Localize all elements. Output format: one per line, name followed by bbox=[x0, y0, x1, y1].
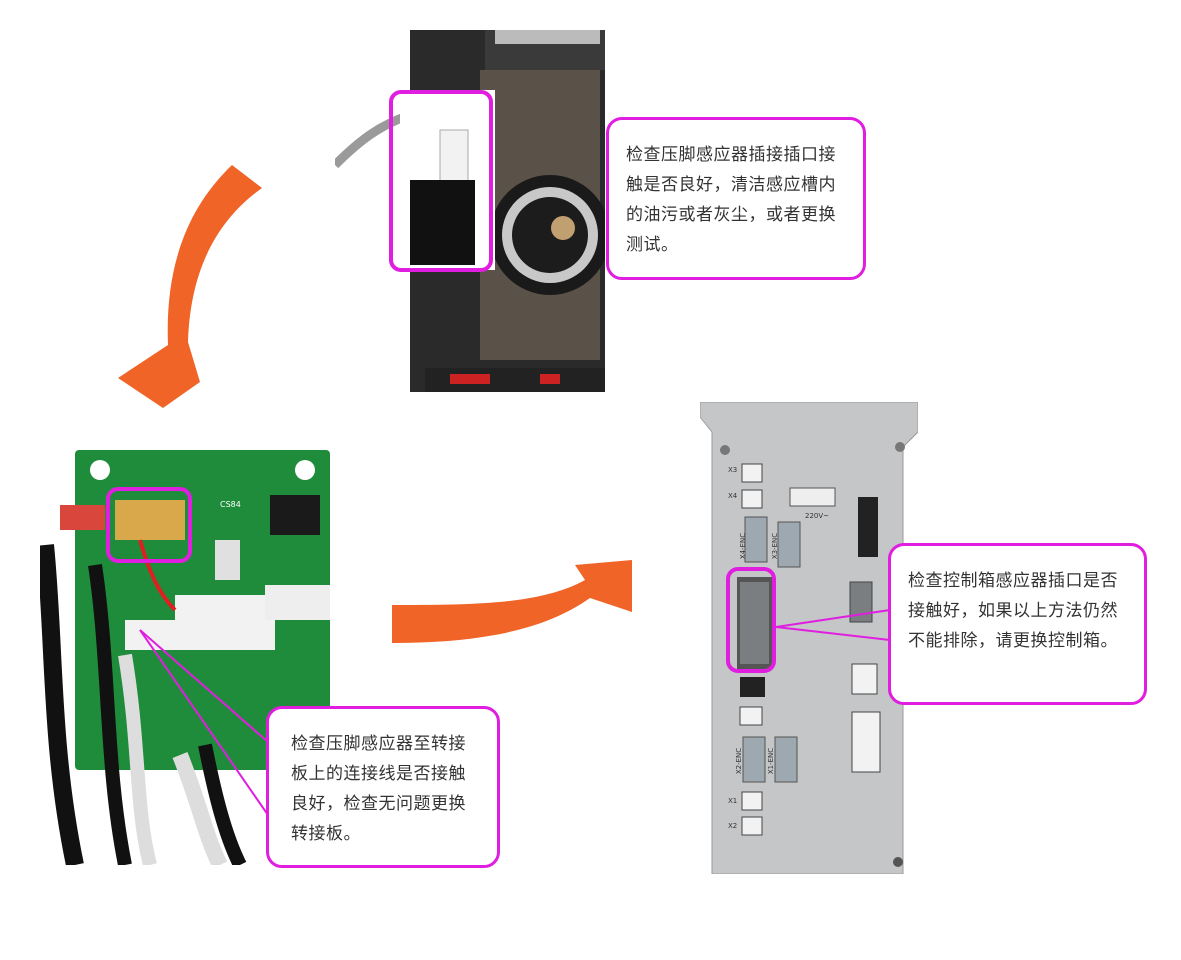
label-x3: X3 bbox=[728, 466, 738, 474]
label-x4: X4 bbox=[728, 492, 738, 500]
callout-adapter-board: 检查压脚感应器至转接板上的连接线是否接触良好，检查无问题更换转接板。 bbox=[266, 706, 500, 868]
adapter-board-illustration bbox=[40, 450, 330, 865]
control-box-photo: X3 X4 220V~ X4-ENC X3-ENC X2-ENC X1-ENC … bbox=[700, 402, 918, 874]
adapter-board-photo: CS84 bbox=[40, 445, 345, 865]
adapter-board-highlight bbox=[106, 487, 192, 563]
label-220v: 220V~ bbox=[805, 512, 830, 520]
control-box-highlight bbox=[726, 567, 776, 673]
control-box-illustration bbox=[700, 402, 918, 874]
foot-sensor-highlight bbox=[389, 90, 493, 272]
callout-foot-sensor-plug: 检查压脚感应器插接插口接触是否良好，清洁感应槽内的油污或者灰尘，或者更换测试。 bbox=[606, 117, 866, 280]
arrow-down-left bbox=[118, 165, 262, 408]
callout-control-box-text: 检查控制箱感应器插口是否接触好，如果以上方法仍然不能排除，请更换控制箱。 bbox=[908, 571, 1118, 651]
arrow-right-curve bbox=[392, 560, 632, 643]
board-label-cs84: CS84 bbox=[220, 500, 241, 509]
callout-foot-sensor-text: 检查压脚感应器插接插口接触是否良好，清洁感应槽内的油污或者灰尘，或者更换测试。 bbox=[626, 145, 836, 255]
callout-adapter-text: 检查压脚感应器至转接板上的连接线是否接触良好，检查无问题更换转接板。 bbox=[291, 734, 466, 844]
label-x2: X2 bbox=[728, 822, 738, 830]
label-x1: X1 bbox=[728, 797, 738, 805]
callout-control-box: 检查控制箱感应器插口是否接触好，如果以上方法仍然不能排除，请更换控制箱。 bbox=[888, 543, 1147, 705]
